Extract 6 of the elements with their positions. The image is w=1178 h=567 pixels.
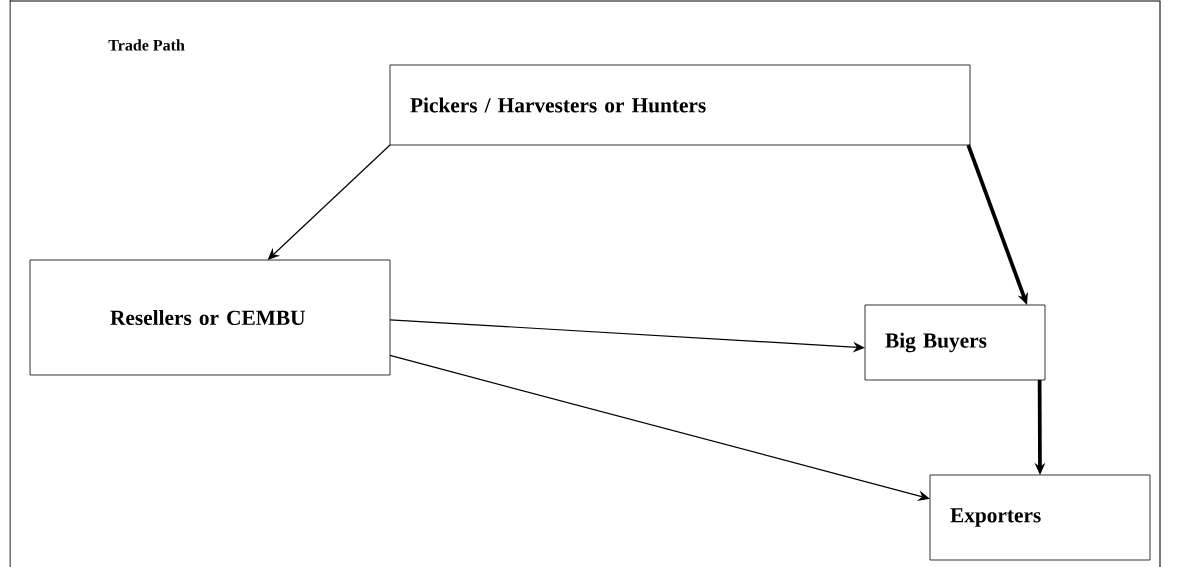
arrow [389, 354, 930, 501]
process-box: Resellers or CEMBU [29, 259, 391, 376]
process-box: Big Buyers [864, 304, 1046, 381]
title: Trade Path [108, 39, 185, 51]
process-box: Pickers / Harvesters or Hunters [389, 64, 971, 146]
process-box: Exporters [929, 474, 1151, 561]
